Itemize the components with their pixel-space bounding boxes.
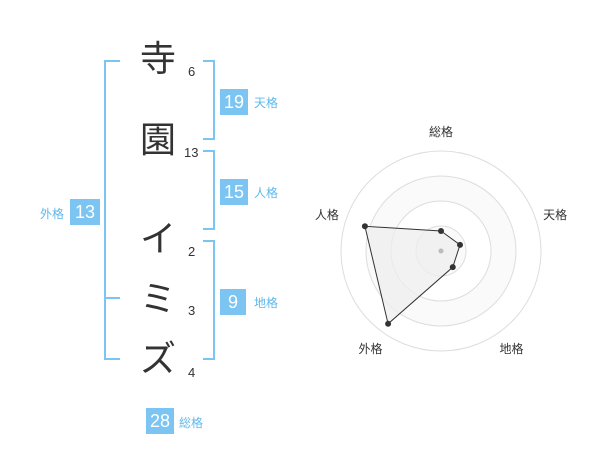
radar-axis-label-4: 外格 bbox=[358, 341, 382, 356]
gaikaku-bracket-bottom bbox=[104, 358, 120, 360]
jinkaku-bracket-top bbox=[203, 150, 215, 152]
name-char-4: ミ bbox=[140, 279, 177, 320]
radar-axis-label-1: 総格 bbox=[429, 124, 453, 139]
radar-point-4 bbox=[385, 320, 392, 327]
radar-axis-label-2: 天格 bbox=[543, 207, 567, 222]
gaikaku-bracket-mid bbox=[104, 297, 120, 299]
radar-axis-label-5: 人格 bbox=[315, 207, 339, 222]
stroke-count-2: 13 bbox=[184, 145, 199, 160]
gaikaku-label: 外格 bbox=[40, 207, 65, 221]
stroke-count-3: 2 bbox=[188, 244, 196, 259]
soukaku-label: 総格 bbox=[179, 416, 204, 430]
chikaku-bracket-bottom bbox=[203, 358, 215, 360]
stroke-count-4: 3 bbox=[188, 303, 196, 318]
radar-center-dot bbox=[438, 248, 444, 254]
tenkaku-value-badge: 19 bbox=[220, 89, 248, 115]
jinkaku-bracket-vertical bbox=[213, 150, 215, 230]
jinkaku-bracket-bottom bbox=[203, 228, 215, 230]
tenkaku-label: 天格 bbox=[254, 96, 279, 110]
radar-area bbox=[364, 225, 461, 325]
radar-point-2 bbox=[457, 241, 464, 248]
name-char-2: 園 bbox=[140, 120, 177, 161]
name-char-5: ズ bbox=[140, 339, 177, 380]
chikaku-bracket-vertical bbox=[213, 240, 215, 360]
radar-axis-label-3: 地格 bbox=[500, 341, 524, 356]
stroke-count-5: 4 bbox=[188, 365, 196, 380]
radar-point-3 bbox=[449, 264, 456, 271]
soukaku-value-badge: 28 bbox=[146, 408, 174, 434]
gaikaku-value-badge: 13 bbox=[70, 199, 100, 225]
chikaku-bracket-top bbox=[203, 240, 215, 242]
tenkaku-bracket-top bbox=[203, 60, 215, 62]
jinkaku-label: 人格 bbox=[254, 186, 279, 200]
chikaku-label: 地格 bbox=[254, 296, 279, 310]
tenkaku-bracket-bottom bbox=[203, 138, 215, 140]
gaikaku-bracket-vertical bbox=[104, 60, 106, 360]
gaikaku-bracket-top bbox=[104, 60, 120, 62]
tenkaku-bracket-vertical bbox=[213, 60, 215, 140]
jinkaku-value-badge: 15 bbox=[220, 179, 248, 205]
name-char-3: イ bbox=[140, 219, 177, 260]
radar-point-1 bbox=[438, 228, 444, 234]
chikaku-value-badge: 9 bbox=[220, 289, 246, 315]
radar-point-5 bbox=[361, 223, 368, 230]
name-char-1: 寺 bbox=[140, 39, 177, 80]
stroke-count-1: 6 bbox=[188, 64, 196, 79]
